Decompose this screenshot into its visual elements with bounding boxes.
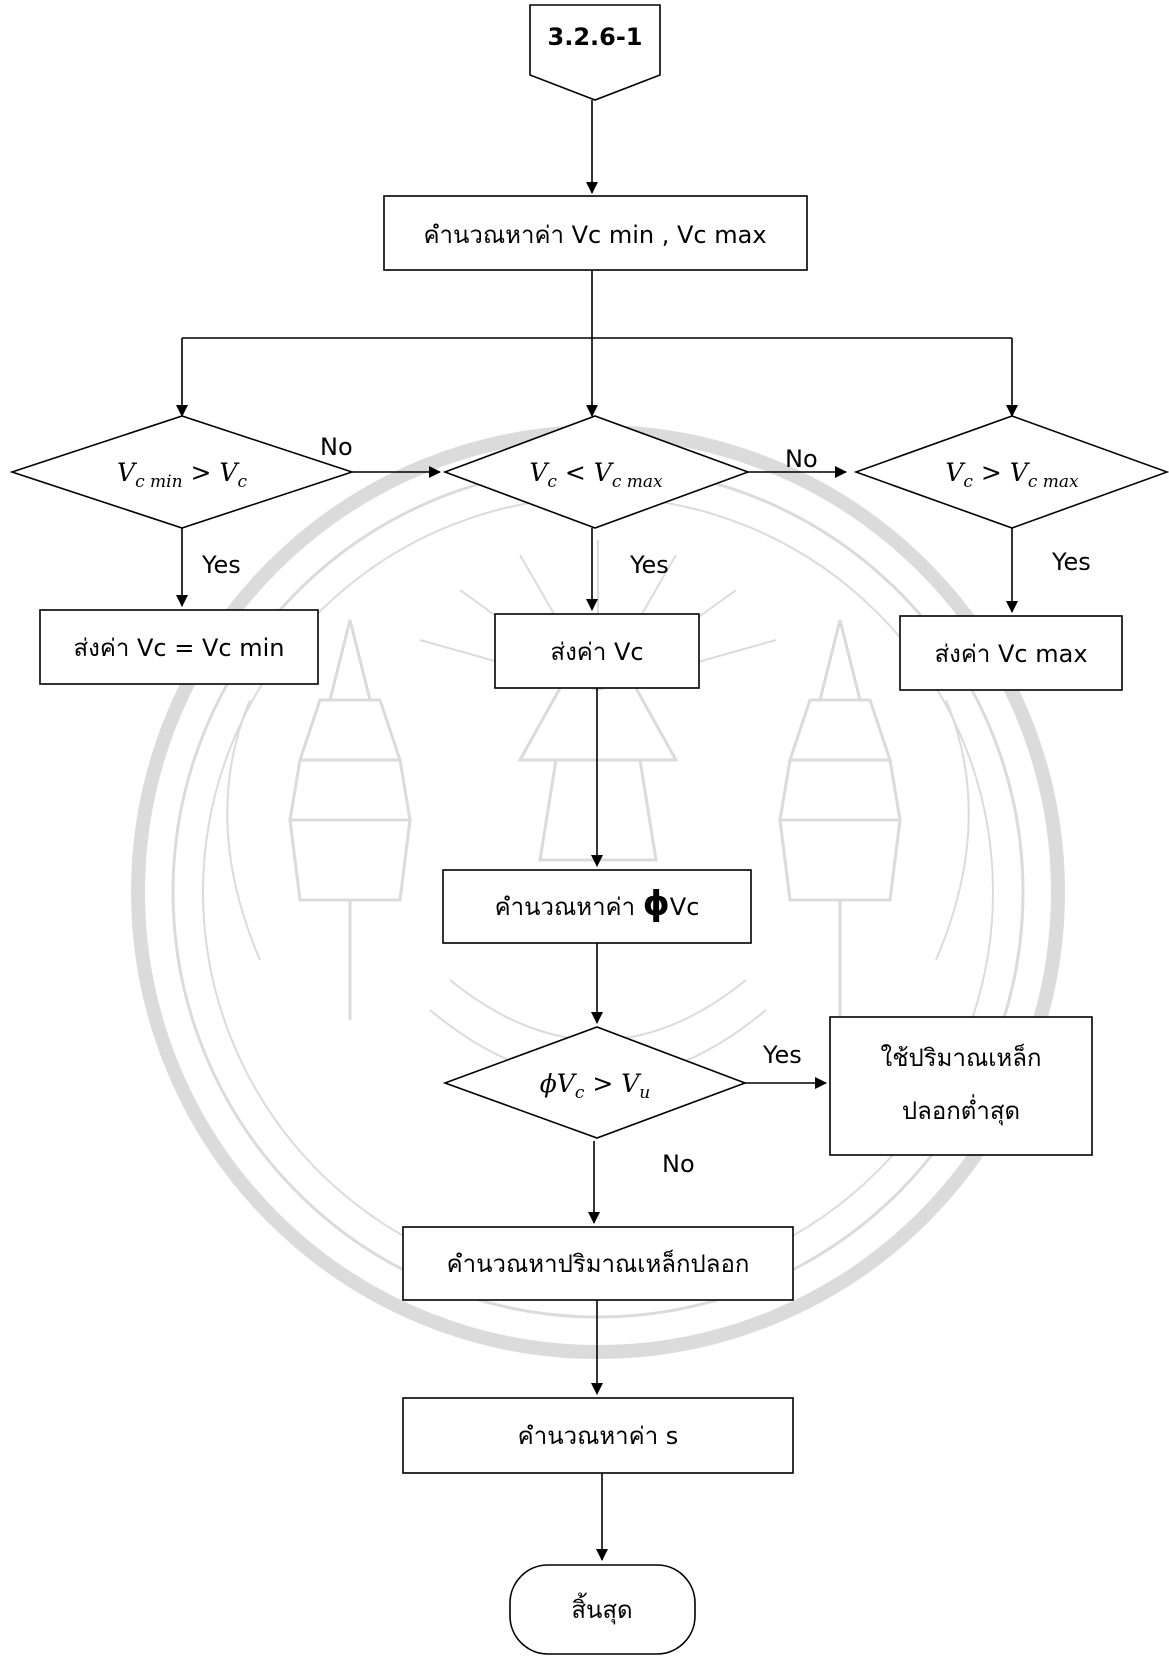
decision-vc-max-upper: Vc < Vc max bbox=[442, 415, 751, 529]
process-min-stirrup: ใช้ปริมาณเหล็ก ปลอกต่ำสุด bbox=[829, 1016, 1093, 1156]
send-vc-min-label: ส่งค่า Vc = Vc min bbox=[73, 634, 284, 662]
decision-vc-min: Vc min > Vc bbox=[9, 415, 355, 529]
calc-stirrup-label: คำนวณหาปริมาณเหล็กปลอก bbox=[447, 1249, 750, 1278]
send-vc-label: ส่งค่า Vc bbox=[550, 638, 643, 666]
phi-no-label: No bbox=[662, 1150, 695, 1178]
process-send-vc-max: ส่งค่า Vc max bbox=[899, 615, 1123, 691]
off-page-connector: 3.2.6-1 bbox=[529, 4, 661, 101]
end-label: สิ้นสุด bbox=[571, 1592, 632, 1625]
process-calc-phi-vc: คำนวณหาค่า ϕVc bbox=[442, 869, 752, 944]
decision-phi-vc-vu-formula: ϕVc > Vu bbox=[540, 1069, 651, 1103]
mid-no-label: No bbox=[785, 445, 818, 473]
connectors bbox=[176, 100, 1018, 1561]
right-yes-label: Yes bbox=[1051, 548, 1091, 576]
decision-vc-over-max: Vc > Vc max bbox=[853, 415, 1169, 529]
process-calc-stirrup: คำนวณหาปริมาณเหล็กปลอก bbox=[402, 1226, 794, 1301]
phi-yes-label: Yes bbox=[762, 1041, 802, 1069]
decision-vc-max-formula: Vc < Vc max bbox=[529, 458, 663, 492]
left-no-label: No bbox=[320, 433, 353, 461]
min-stirrup-line2: ปลอกต่ำสุด bbox=[902, 1094, 1020, 1126]
decision-vc-min-formula: Vc min > Vc bbox=[117, 458, 247, 492]
process-send-vc: ส่งค่า Vc bbox=[494, 613, 700, 689]
process-send-vc-min: ส่งค่า Vc = Vc min bbox=[39, 609, 319, 685]
left-yes-label: Yes bbox=[201, 551, 241, 579]
connector-label: 3.2.6-1 bbox=[548, 23, 643, 51]
decision-phi-vc-vu: ϕVc > Vu bbox=[442, 1026, 748, 1139]
calc-s-label: คำนวณหาค่า s bbox=[518, 1422, 679, 1450]
terminator-end: สิ้นสุด bbox=[509, 1564, 696, 1655]
decision-vc-over-max-formula: Vc > Vc max bbox=[945, 458, 1079, 492]
process-calc-s: คำนวณหาค่า s bbox=[402, 1397, 794, 1474]
process-calc-vc-minmax: คำนวณหาค่า Vc min , Vc max bbox=[383, 195, 808, 271]
min-stirrup-line1: ใช้ปริมาณเหล็ก bbox=[881, 1043, 1042, 1072]
calc-vc-minmax-label: คำนวณหาค่า Vc min , Vc max bbox=[423, 221, 766, 249]
calc-phi-vc-label: คำนวณหาค่า ϕVc bbox=[495, 884, 700, 924]
mid-yes-label: Yes bbox=[629, 551, 669, 579]
send-vc-max-label: ส่งค่า Vc max bbox=[934, 640, 1087, 668]
